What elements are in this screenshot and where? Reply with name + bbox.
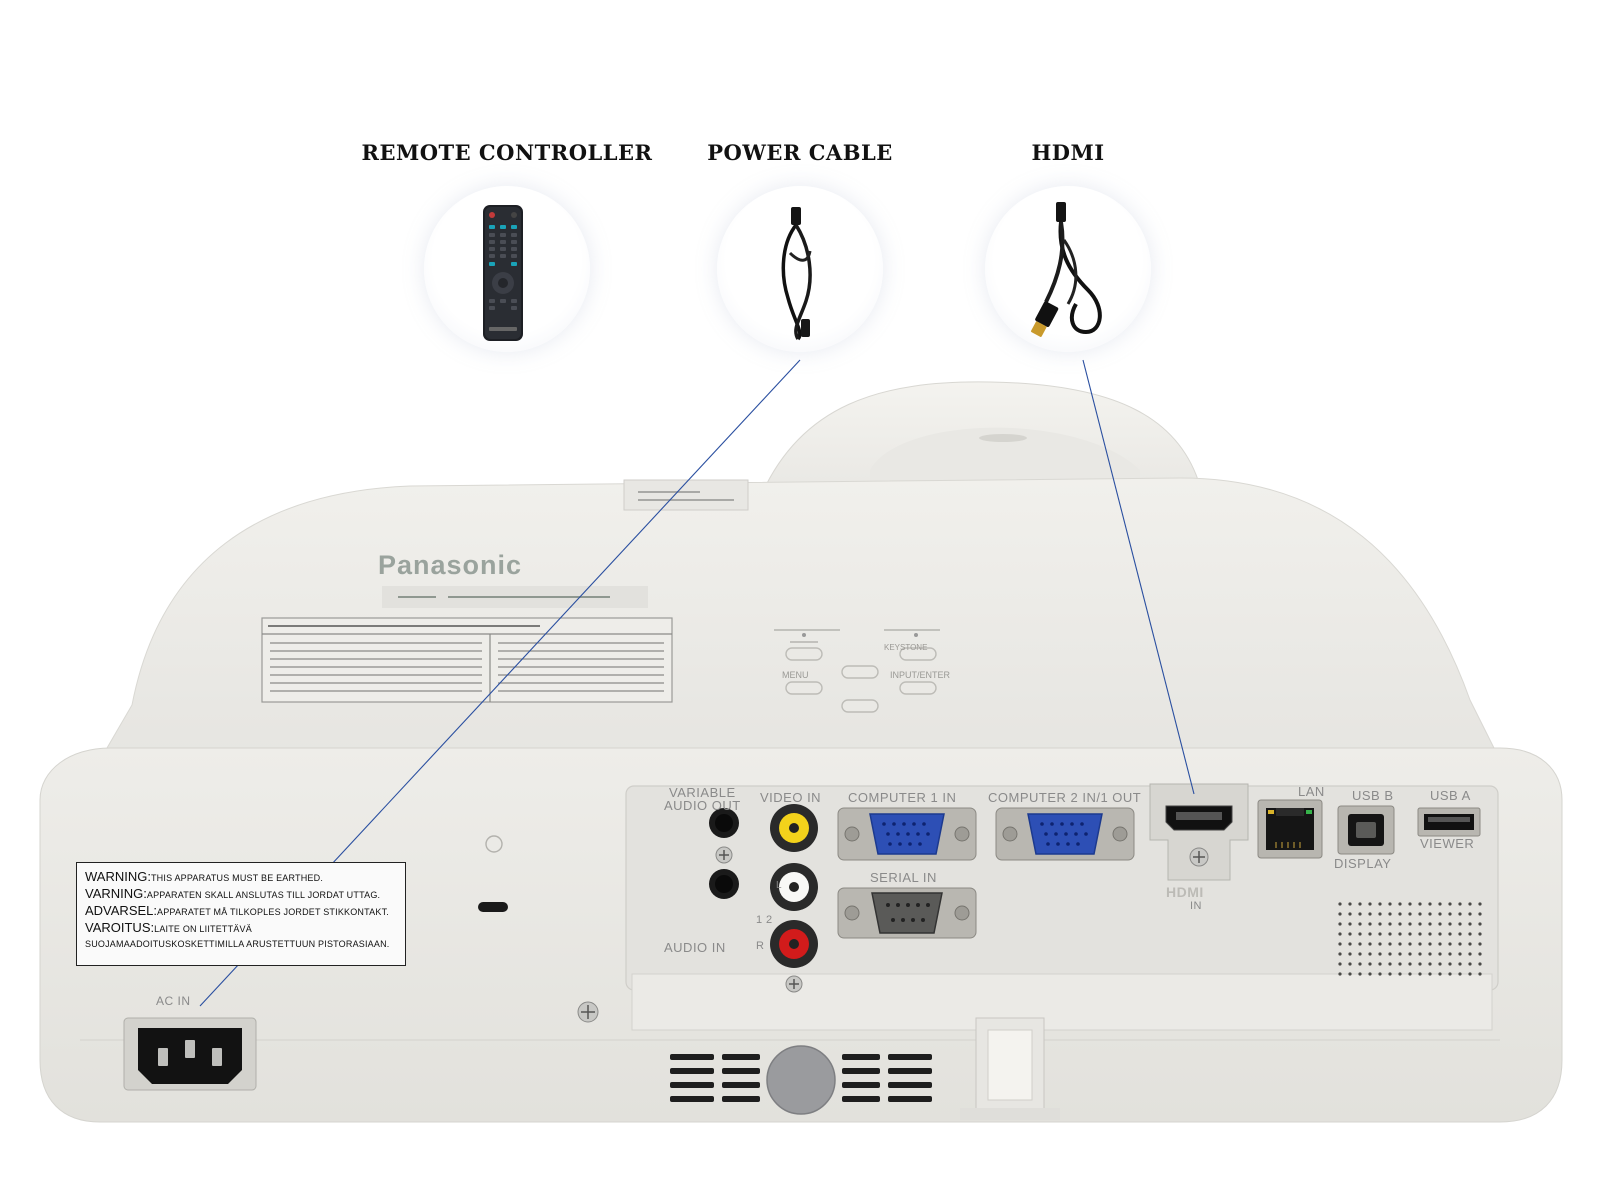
- input-enter-label: INPUT/ENTER: [890, 670, 951, 680]
- brand-logo: Panasonic: [378, 550, 523, 580]
- accessory-label-hdmi: HDMI: [1031, 140, 1105, 165]
- warning-line: VARNING:APPARATEN SKALL ANSLUTAS TILL JO…: [85, 886, 381, 901]
- video-in-label: VIDEO IN: [760, 790, 822, 805]
- accessory-label-remote: REMOTE CONTROLLER: [361, 140, 653, 165]
- warning-line: WARNING:THIS APPARATUS MUST BE EARTHED.: [85, 869, 324, 884]
- hdmi-cable-disc: [985, 186, 1151, 352]
- audio-r-label: R: [756, 940, 765, 952]
- warning-label: WARNING:THIS APPARATUS MUST BE EARTHED. …: [76, 862, 406, 966]
- serial-in-label: SERIAL IN: [870, 870, 937, 885]
- audio-in-1-label: 1: [756, 914, 763, 926]
- viewer-label: VIEWER: [1420, 836, 1475, 851]
- variable-audio-out-label: VARIABLE AUDIO OUT: [664, 785, 741, 813]
- warning-line: VAROITUS:LAITE ON LIITETTÄVÄ: [85, 920, 252, 935]
- hdmi-leader-line: [1082, 359, 1195, 795]
- ac-in-label: AC IN: [156, 994, 191, 1008]
- hdmi-cable-icon: [1030, 202, 1102, 337]
- display-label: DISPLAY: [1334, 856, 1392, 871]
- audio-l-label: L: [776, 880, 783, 891]
- warning-line: ADVARSEL:APPARATET MÅ TILKOPLES JORDET S…: [85, 903, 389, 918]
- power-cable-icon: [781, 207, 812, 341]
- hdmi-logo-label: HDMI: [1166, 884, 1204, 900]
- computer-2-in-out-label: COMPUTER 2 IN/1 OUT: [988, 790, 1142, 805]
- lan-label: LAN: [1298, 784, 1325, 799]
- keystone-label: KEYSTONE: [884, 643, 928, 652]
- remote-controller-icon: [483, 205, 523, 341]
- accessory-label-power-cable: POWER CABLE: [707, 140, 893, 165]
- usb-b-label: USB B: [1352, 788, 1394, 803]
- computer-1-in-label: COMPUTER 1 IN: [848, 790, 957, 805]
- warning-line: SUOJAMAADOITUSKOSKETTIMILLA ARUSTETTUUN …: [85, 939, 390, 949]
- menu-label: MENU: [782, 670, 809, 680]
- audio-in-2-label: 2: [766, 914, 773, 926]
- hdmi-in-label: IN: [1190, 900, 1202, 912]
- audio-in-label: AUDIO IN: [664, 940, 726, 955]
- usb-a-label: USB A: [1430, 788, 1471, 803]
